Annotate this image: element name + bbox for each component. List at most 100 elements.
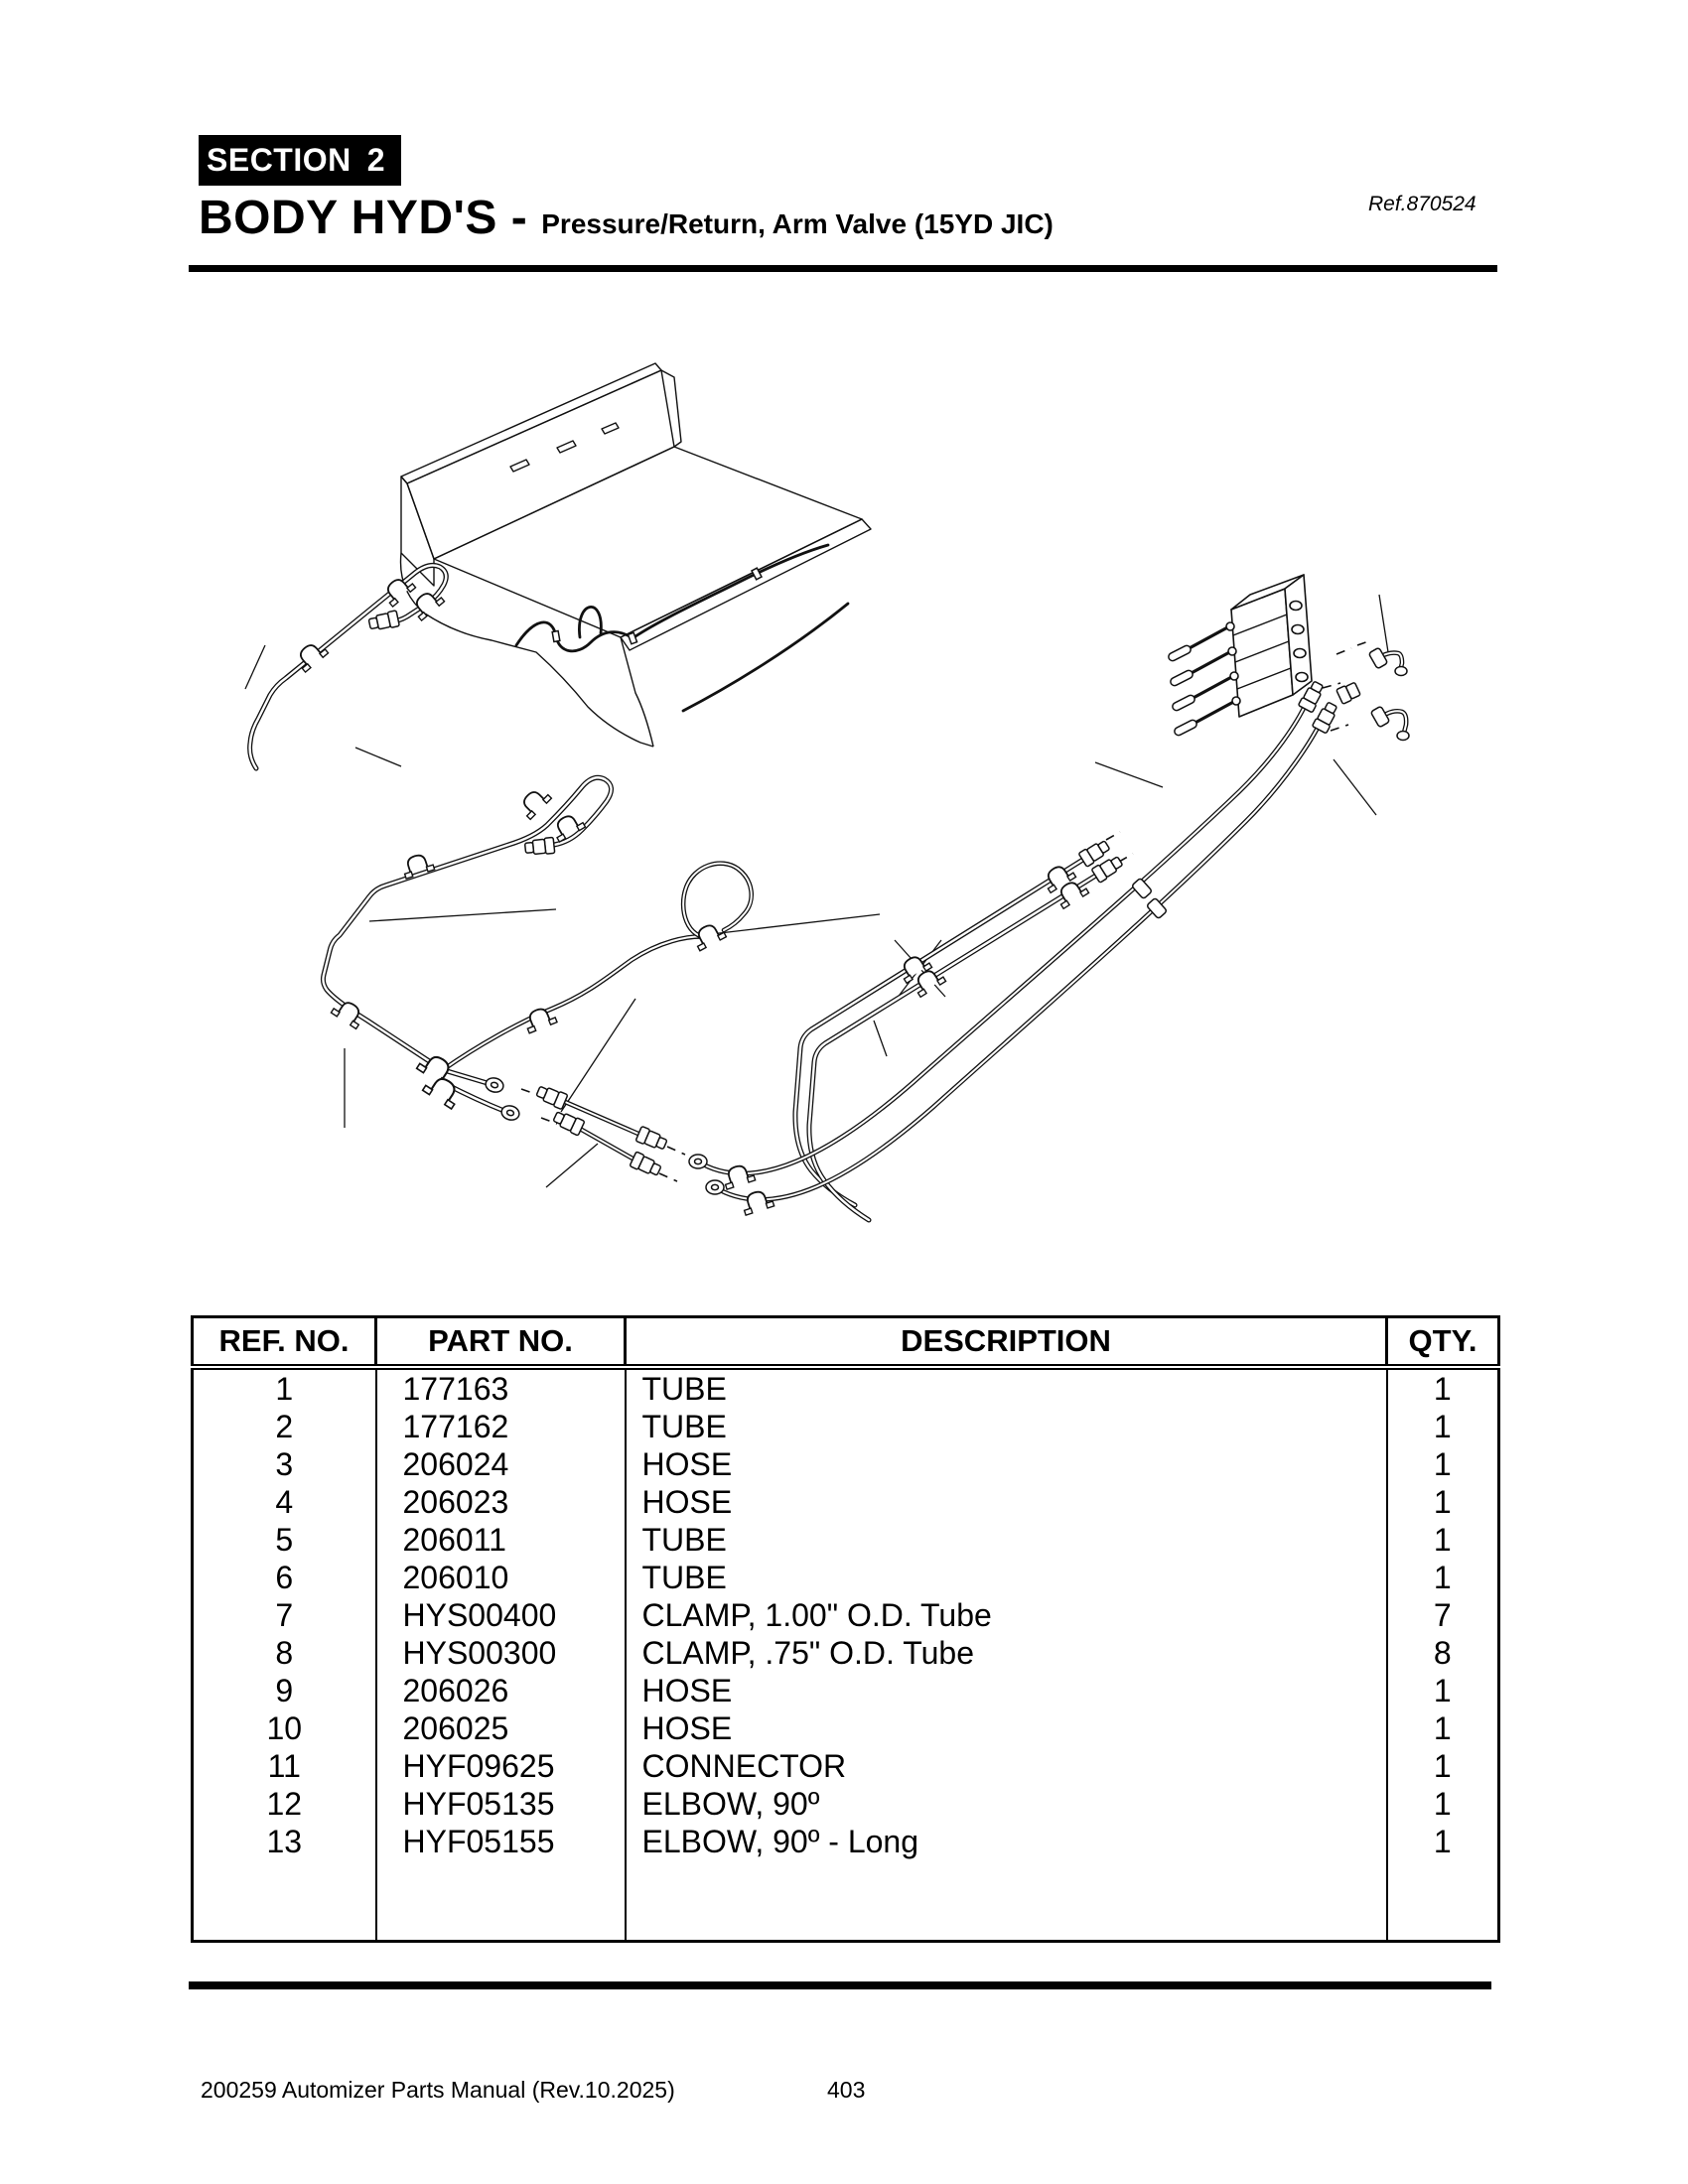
cell-ref: 2 — [191, 1408, 377, 1445]
section-number: 2 — [366, 142, 385, 178]
cell-qty: 1 — [1385, 1785, 1500, 1823]
cell-ref: 7 — [191, 1596, 377, 1634]
cell-ref: 10 — [191, 1709, 377, 1747]
table-row: 13 HYF05155 ELBOW, 90º - Long 1 — [191, 1823, 1500, 1860]
footer-text: 200259 Automizer Parts Manual (Rev.10.20… — [201, 2077, 675, 2103]
page-number: 403 — [827, 2077, 866, 2103]
cell-ref: 1 — [191, 1367, 377, 1408]
cell-qty: 1 — [1385, 1559, 1500, 1596]
col-qty: QTY. — [1385, 1315, 1500, 1370]
valve-lever-handle — [1166, 643, 1194, 663]
section-badge: SECTION 2 — [199, 135, 401, 186]
cell-ref: 4 — [191, 1483, 377, 1521]
cell-ref: 8 — [191, 1634, 377, 1672]
table-row: 7 HYS00400 CLAMP, 1.00" O.D. Tube 7 — [191, 1596, 1500, 1634]
twin-tubes-illustration — [795, 856, 1102, 1220]
cell-part: 177163 — [374, 1367, 627, 1408]
table-row: 4 206023 HOSE 1 — [191, 1483, 1500, 1521]
cell-ref: 9 — [191, 1672, 377, 1709]
table-row: 2 177162 TUBE 1 — [191, 1408, 1500, 1445]
table-row: 12 HYF05135 ELBOW, 90º 1 — [191, 1785, 1500, 1823]
chassis-illustration — [399, 362, 872, 748]
cell-part: HYS00300 — [374, 1634, 627, 1672]
cell-desc: HOSE — [624, 1445, 1388, 1483]
footer-rule — [189, 1981, 1491, 1989]
cell-qty: 1 — [1385, 1367, 1500, 1408]
elbow-90-icon — [1367, 646, 1408, 677]
cell-ref: 13 — [191, 1823, 377, 1860]
cell-ref: 5 — [191, 1521, 377, 1559]
cell-desc: TUBE — [624, 1559, 1388, 1596]
table-row: 5 206011 TUBE 1 — [191, 1521, 1500, 1559]
page-heading: BODY HYD'S - Pressure/Return, Arm Valve … — [199, 191, 1054, 245]
header-rule — [189, 265, 1497, 272]
cell-desc: TUBE — [624, 1521, 1388, 1559]
cell-desc: CONNECTOR — [624, 1747, 1388, 1785]
cell-part: 206011 — [374, 1521, 627, 1559]
clamp-icon — [720, 1160, 757, 1190]
table-row: 8 HYS00300 CLAMP, .75" O.D. Tube 8 — [191, 1634, 1500, 1672]
cell-qty: 7 — [1385, 1596, 1500, 1634]
cell-part: 206024 — [374, 1445, 627, 1483]
cell-part: 206026 — [374, 1672, 627, 1709]
tube-cap-icon — [483, 1075, 506, 1095]
reference-number: Ref.870524 — [1368, 193, 1477, 215]
cell-desc: HOSE — [624, 1483, 1388, 1521]
table-row: 6 206010 TUBE 1 — [191, 1559, 1500, 1596]
valve-lever-handle — [1172, 718, 1199, 738]
hose-ring-icon — [1130, 877, 1154, 900]
cell-qty: 1 — [1385, 1709, 1500, 1747]
fitting-icon — [366, 610, 401, 633]
cell-desc: HOSE — [624, 1672, 1388, 1709]
cell-part: 206023 — [374, 1483, 627, 1521]
page-subtitle: Pressure/Return, Arm Valve (15YD JIC) — [541, 208, 1054, 239]
connector-icon — [1336, 682, 1361, 705]
cell-qty: 1 — [1385, 1672, 1500, 1709]
parts-diagram — [244, 362, 1410, 1271]
cell-qty: 1 — [1385, 1445, 1500, 1483]
cell-desc: ELBOW, 90º — [624, 1785, 1388, 1823]
valve-lever-handle — [1170, 693, 1197, 713]
col-ref-no: REF. NO. — [191, 1315, 377, 1370]
cell-ref: 6 — [191, 1559, 377, 1596]
cell-desc: ELBOW, 90º - Long — [624, 1823, 1388, 1860]
fitting-icon — [634, 1125, 669, 1154]
valve-lever-handle — [1168, 668, 1196, 688]
cell-qty: 8 — [1385, 1634, 1500, 1672]
section-label: SECTION — [207, 142, 352, 178]
cell-ref: 3 — [191, 1445, 377, 1483]
hose-end-icon — [705, 1179, 725, 1195]
page-title: BODY HYD'S - — [199, 192, 528, 244]
cell-qty: 1 — [1385, 1823, 1500, 1860]
table-filler-row — [191, 1860, 1500, 1942]
cell-ref: 11 — [191, 1747, 377, 1785]
cell-qty: 1 — [1385, 1521, 1500, 1559]
parts-table: REF. NO. PART NO. DESCRIPTION QTY. 1 177… — [191, 1315, 1500, 1943]
tube-1-illustration — [250, 565, 447, 768]
long-hoses-illustration — [698, 702, 1321, 1199]
fitting-icon — [534, 1082, 569, 1111]
table-row: 11 HYF09625 CONNECTOR 1 — [191, 1747, 1500, 1785]
cell-part: HYF09625 — [374, 1747, 627, 1785]
tube-cap-icon — [498, 1103, 522, 1123]
fitting-icon — [551, 1108, 586, 1137]
u-hose-illustration — [444, 864, 752, 1069]
cell-part: 206025 — [374, 1709, 627, 1747]
cell-desc: CLAMP, .75" O.D. Tube — [624, 1634, 1388, 1672]
elbow-90-long-icon — [1369, 705, 1410, 742]
table-row: 10 206025 HOSE 1 — [191, 1709, 1500, 1747]
clamp-icon — [739, 1186, 775, 1216]
cell-desc: HOSE — [624, 1709, 1388, 1747]
leader-lines — [244, 594, 1389, 1188]
fitting-icon — [629, 1151, 663, 1179]
cell-desc: TUBE — [624, 1367, 1388, 1408]
cell-qty: 1 — [1385, 1483, 1500, 1521]
dashed-alignment-lines — [520, 639, 1372, 1182]
col-part-no: PART NO. — [374, 1315, 627, 1370]
parts-table-header: REF. NO. PART NO. DESCRIPTION QTY. — [191, 1315, 1500, 1370]
valve-bank-illustration — [1166, 574, 1313, 738]
cell-part: HYF05155 — [374, 1823, 627, 1860]
cell-part: HYS00400 — [374, 1596, 627, 1634]
clamp-icon — [515, 783, 553, 821]
